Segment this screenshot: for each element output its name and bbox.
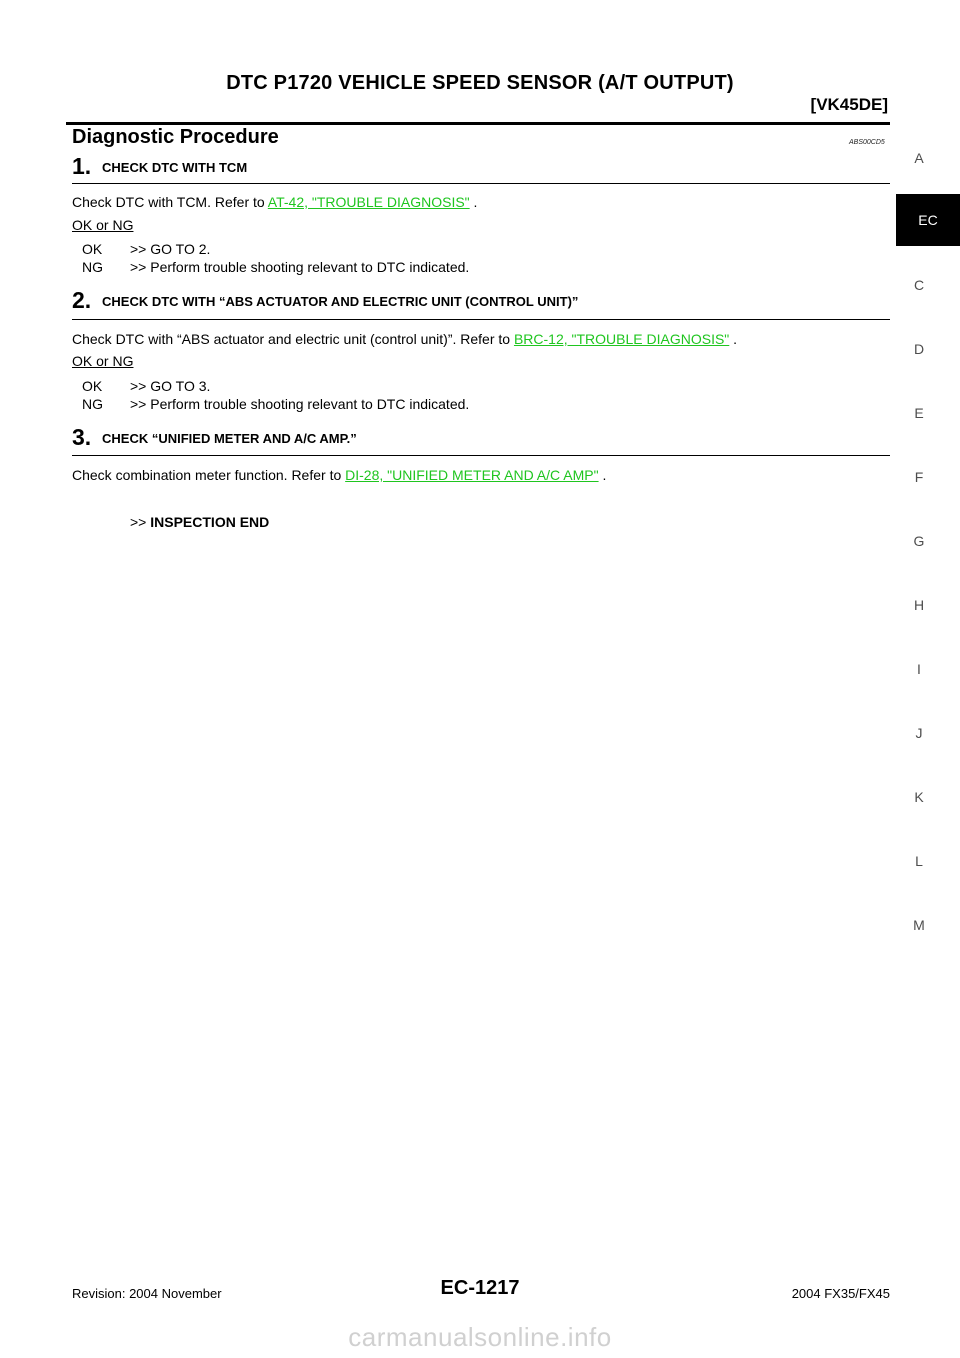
result-text-ok: >> GO TO 3. <box>130 378 211 394</box>
step-title: CHECK DTC WITH “ABS ACTUATOR AND ELECTRI… <box>102 294 579 309</box>
instruction-suffix: . <box>598 467 607 483</box>
reference-link[interactable]: DI-28, "UNIFIED METER AND A/C AMP" <box>345 467 599 483</box>
step-title: CHECK “UNIFIED METER AND A/C AMP.” <box>102 431 357 446</box>
side-index-d[interactable]: D <box>913 341 925 357</box>
end-text: INSPECTION END <box>150 514 270 530</box>
step-number: 2. <box>72 287 92 313</box>
side-index-f[interactable]: F <box>914 469 924 485</box>
instruction-text: Check combination meter function. Refer … <box>72 467 346 483</box>
side-index-ec-active[interactable]: EC <box>896 194 960 246</box>
step-3-instruction: Check combination meter function. Refer … <box>72 467 606 483</box>
side-index-l[interactable]: L <box>915 853 923 869</box>
step-title: CHECK DTC WITH TCM <box>102 160 248 175</box>
step-3-heading: 3. CHECK “UNIFIED METER AND A/C AMP.” <box>72 424 890 451</box>
side-index-g[interactable]: G <box>913 533 925 549</box>
step-2-heading: 2. CHECK DTC WITH “ABS ACTUATOR AND ELECT… <box>72 287 890 314</box>
side-index-k[interactable]: K <box>914 789 924 805</box>
side-index-e[interactable]: E <box>914 405 924 421</box>
reference-link[interactable]: BRC-12, "TROUBLE DIAGNOSIS" <box>513 331 730 347</box>
end-prefix: >> <box>130 514 147 530</box>
result-text-ng: >> Perform trouble shooting relevant to … <box>130 259 470 275</box>
instruction-suffix: . <box>729 331 738 347</box>
side-index-h[interactable]: H <box>913 597 925 613</box>
instruction-suffix: . <box>469 194 478 210</box>
page-header-title: DTC P1720 VEHICLE SPEED SENSOR (A/T OUTP… <box>226 72 734 94</box>
ok-or-ng-label: OK or NG <box>72 217 134 233</box>
page-number: EC-1217 <box>440 1277 520 1299</box>
engine-code: [VK45DE] <box>810 95 888 114</box>
side-index-j[interactable]: J <box>915 725 923 741</box>
side-index-c[interactable]: C <box>913 277 925 293</box>
result-text-ng: >> Perform trouble shooting relevant to … <box>130 396 470 412</box>
side-index-i[interactable]: I <box>917 661 921 677</box>
step-divider <box>72 319 890 320</box>
header-divider <box>66 122 890 125</box>
step-1-heading: 1. CHECK DTC WITH TCM <box>72 153 890 180</box>
step-1-instruction: Check DTC with TCM. Refer to AT-42, "TRO… <box>72 194 477 210</box>
section-title: Diagnostic Procedure <box>72 126 279 148</box>
model-label: 2004 FX35/FX45 <box>791 1286 890 1301</box>
step-number: 3. <box>72 424 92 450</box>
step-2-instruction: Check DTC with “ABS actuator and electri… <box>72 331 737 347</box>
ok-or-ng-label: OK or NG <box>72 353 134 369</box>
result-code-ng: NG <box>82 396 103 412</box>
revision-label: Revision: 2004 November <box>72 1286 222 1301</box>
inspection-end: >> INSPECTION END <box>130 514 269 530</box>
result-text-ok: >> GO TO 2. <box>130 241 211 257</box>
step-number: 1. <box>72 153 92 179</box>
side-index-a[interactable]: A <box>914 150 924 166</box>
instruction-text: Check DTC with TCM. Refer to <box>72 194 268 210</box>
reference-link[interactable]: AT-42, "TROUBLE DIAGNOSIS" <box>267 194 470 210</box>
result-code-ok: OK <box>82 241 103 257</box>
section-code: ABS00CD5 <box>849 139 885 146</box>
step-divider <box>72 183 890 184</box>
result-code-ok: OK <box>82 378 103 394</box>
step-divider <box>72 455 890 456</box>
side-index-m[interactable]: M <box>913 917 925 933</box>
watermark: carmanualsonline.info <box>348 1322 612 1352</box>
instruction-text: Check DTC with “ABS actuator and electri… <box>72 331 514 347</box>
result-code-ng: NG <box>82 259 103 275</box>
